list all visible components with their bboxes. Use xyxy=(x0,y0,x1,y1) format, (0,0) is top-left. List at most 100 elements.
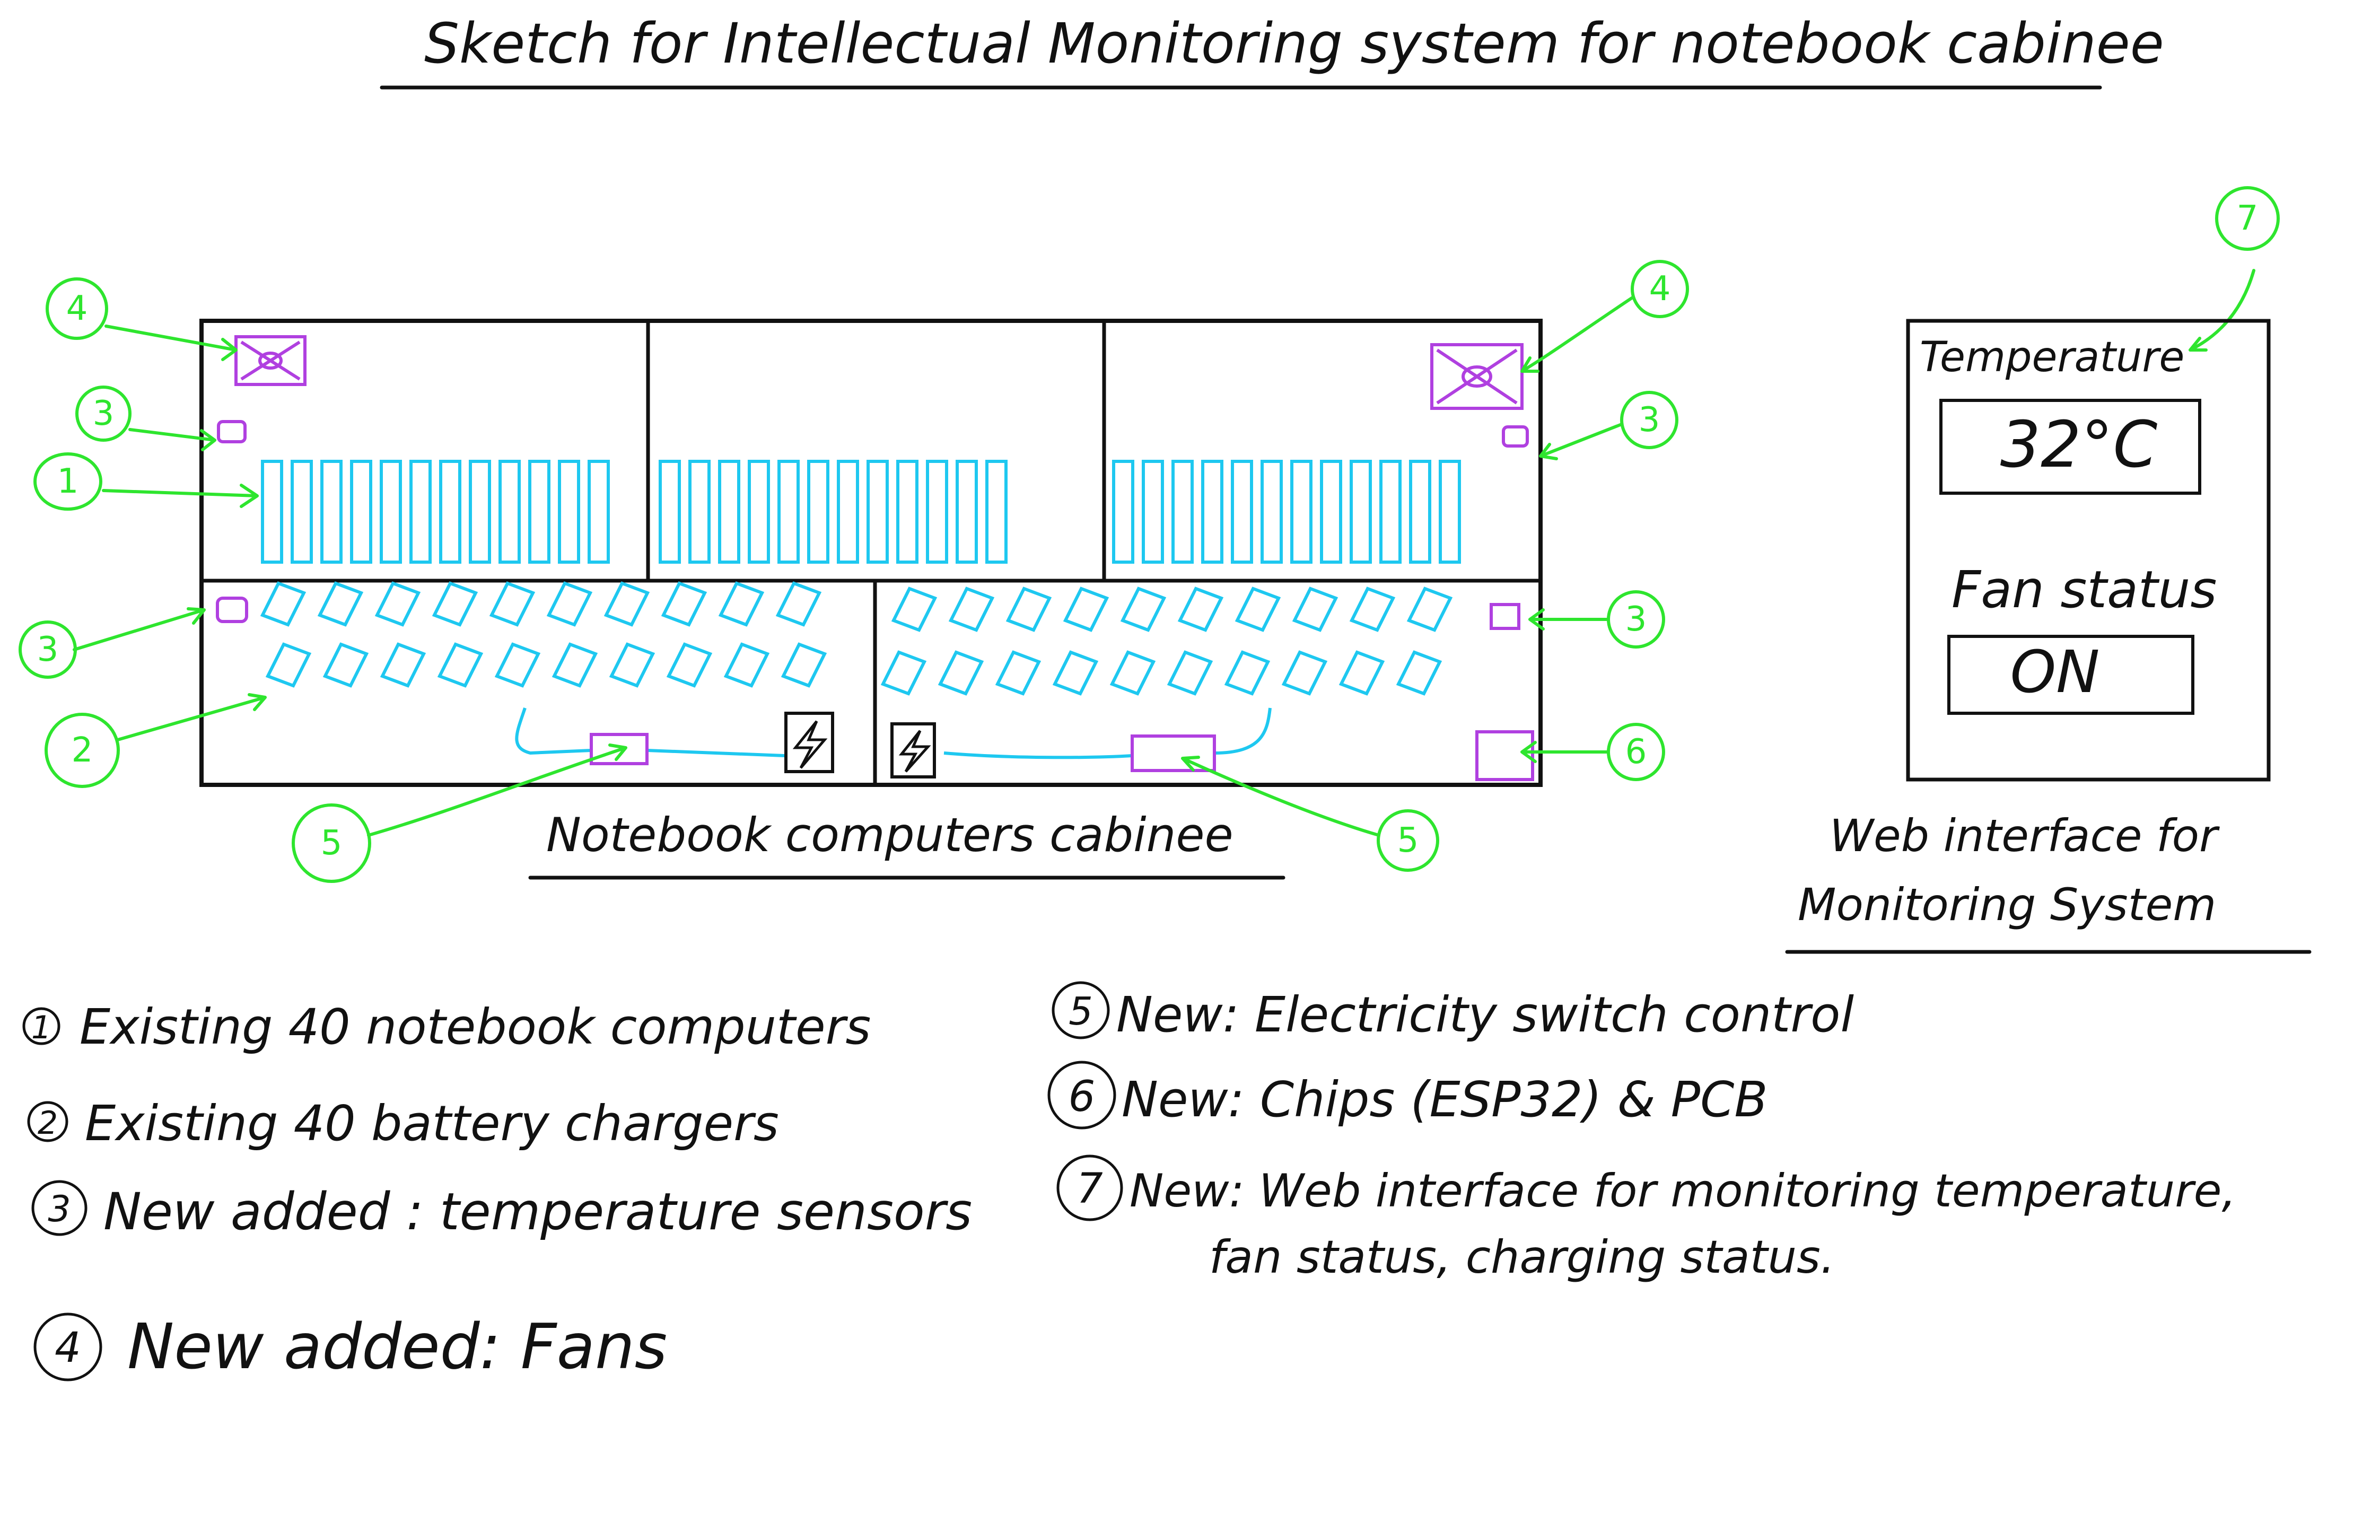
legend-5-circle xyxy=(1052,981,1110,1039)
notebook-slot xyxy=(926,460,948,564)
battery-charger xyxy=(1406,587,1453,632)
legend-6-num: 6 xyxy=(1069,1072,1096,1121)
battery-charger xyxy=(552,642,598,688)
notebook-slot xyxy=(380,460,402,564)
power-socket-left xyxy=(784,712,834,773)
power-socket-right xyxy=(890,722,936,778)
web-interface-frame xyxy=(1906,319,2271,782)
notebook-slot xyxy=(291,460,313,564)
callout-7 xyxy=(2215,186,2280,251)
lightning-icon xyxy=(898,730,931,773)
arrow-3-upper-right xyxy=(1539,423,1623,460)
cabinet-outline xyxy=(199,319,1543,787)
legend-1-circle xyxy=(22,1007,60,1045)
notebook-slot xyxy=(1171,460,1194,564)
notebook-slot xyxy=(528,460,550,564)
arrow-2 xyxy=(116,693,267,741)
wire-left-b xyxy=(646,749,785,757)
legend-4-num: 4 xyxy=(55,1324,81,1372)
fan-right-cross-b xyxy=(1436,348,1518,405)
notebook-slot xyxy=(1261,460,1283,564)
callout-7-num: 7 xyxy=(2237,199,2259,238)
battery-charger xyxy=(322,642,369,688)
legend-2-circle xyxy=(27,1101,68,1142)
fan-status-label: Fan status xyxy=(1952,560,2217,619)
notebook-slot xyxy=(777,460,800,564)
callout-5-left xyxy=(292,803,371,883)
legend-6-circle xyxy=(1047,1061,1116,1130)
battery-charger xyxy=(489,581,536,627)
switch-control-left xyxy=(590,733,649,765)
arrow-4-left xyxy=(104,325,238,361)
battery-charger xyxy=(1235,587,1281,632)
callout-3-upper-right-num: 3 xyxy=(1639,400,1660,440)
callout-1-num: 1 xyxy=(57,462,79,501)
battery-charger xyxy=(1338,650,1385,696)
arrow-3-lower-left xyxy=(73,607,206,651)
fan-status-value: ON xyxy=(2010,638,2100,706)
battery-charger xyxy=(938,650,984,696)
legend-2-num: 2 xyxy=(38,1105,58,1142)
arrow-3-upper-left xyxy=(128,428,216,451)
temp-sensor-upper-right xyxy=(1502,425,1529,448)
fan-right-box xyxy=(1430,343,1524,410)
notebook-slot xyxy=(837,460,859,564)
notebook-slot xyxy=(1350,460,1372,564)
temperature-display-box xyxy=(1939,399,2201,495)
temp-sensor-lower-right xyxy=(1490,603,1520,630)
battery-charger xyxy=(1396,650,1442,696)
notebook-slot xyxy=(867,460,889,564)
notebook-slot xyxy=(659,460,681,564)
notebook-slot xyxy=(956,460,978,564)
battery-charger xyxy=(891,587,938,632)
notebook-slot xyxy=(1379,460,1402,564)
battery-charger xyxy=(1292,587,1338,632)
battery-charger xyxy=(374,581,421,627)
fan-left-hub xyxy=(258,352,283,370)
legend-5-text: New: Electricity switch control xyxy=(1116,986,1854,1043)
callout-2-num: 2 xyxy=(72,731,93,770)
callout-2 xyxy=(45,713,120,788)
notebook-computers xyxy=(261,460,1461,564)
callout-5-left-num: 5 xyxy=(321,824,343,863)
legend-6-text: New: Chips (ESP32) & PCB xyxy=(1122,1071,1768,1128)
fan-left xyxy=(234,335,307,386)
temp-sensor-lower-left xyxy=(216,597,248,623)
fan-left-box xyxy=(234,335,307,386)
notebook-slot xyxy=(409,460,432,564)
notebook-slot xyxy=(1320,460,1342,564)
notebook-slot xyxy=(1231,460,1253,564)
notebook-slot xyxy=(1201,460,1223,564)
fan-left-cross-b xyxy=(240,340,301,381)
battery-charger xyxy=(1281,650,1328,696)
notebook-slot xyxy=(688,460,711,564)
battery-charger xyxy=(260,581,307,627)
fan-right-hub xyxy=(1462,365,1492,388)
battery-charger xyxy=(1005,587,1052,632)
legend-3-num: 3 xyxy=(48,1188,71,1230)
battery-charger xyxy=(603,581,650,627)
callout-3-upper-right xyxy=(1620,391,1678,449)
callout-3-upper-left-num: 3 xyxy=(93,394,115,433)
wire-right-b xyxy=(1214,707,1272,755)
sketch-title: Sketch for Intellectual Monitoring syste… xyxy=(424,11,2164,76)
legend-5-num: 5 xyxy=(1069,989,1093,1034)
battery-charger xyxy=(1349,587,1396,632)
battery-charger xyxy=(1052,650,1099,696)
battery-charger xyxy=(666,642,713,688)
notebook-slot xyxy=(498,460,521,564)
lightning-icon xyxy=(792,720,828,769)
callout-4-left xyxy=(46,277,108,340)
battery-charger xyxy=(432,581,478,627)
callout-3-upper-left xyxy=(75,386,132,442)
temp-sensor-upper-left xyxy=(217,420,247,443)
fan-status-display-box xyxy=(1947,635,2194,715)
battery-chargers xyxy=(260,581,1453,696)
battery-charger xyxy=(1063,587,1109,632)
callout-5-right-num: 5 xyxy=(1397,821,1419,860)
temperature-value: 32°C xyxy=(2000,408,2158,482)
legend-4-text: New added: Fans xyxy=(127,1310,667,1383)
notebook-slot xyxy=(718,460,740,564)
notebook-slot xyxy=(1439,460,1461,564)
battery-charger xyxy=(1177,587,1224,632)
